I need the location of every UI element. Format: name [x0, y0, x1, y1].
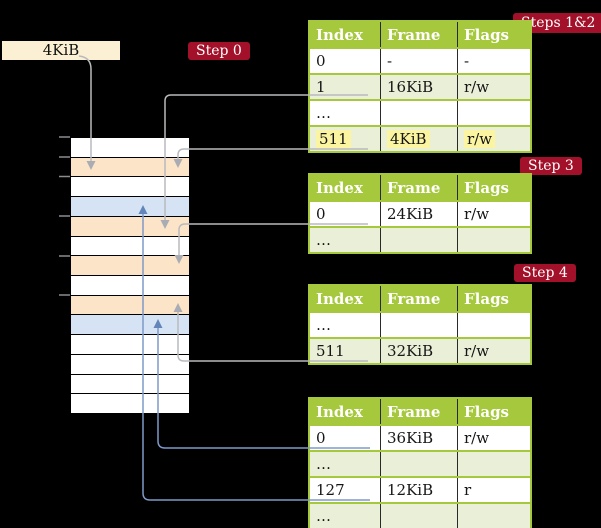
cell-flags	[457, 99, 531, 126]
column-header-frame: Frame	[380, 21, 458, 48]
column-header-index: Index	[309, 21, 381, 48]
cell-flags: r/w	[457, 125, 531, 152]
memory-frame-row-5-page-table	[71, 216, 189, 237]
cell-flags	[457, 450, 531, 477]
cell-index: 1	[309, 73, 381, 100]
cell-index: 0	[309, 200, 381, 227]
column-header-frame: Frame	[380, 398, 458, 425]
cell-index: …	[309, 226, 381, 253]
cell-flags	[457, 311, 531, 338]
memory-frame-row-2-page-table	[71, 157, 189, 178]
memory-frame-row-8-free	[71, 276, 189, 296]
cell-frame: 4KiB	[380, 125, 458, 152]
highlighted-value: 511	[316, 130, 351, 148]
cell-flags: r/w	[457, 200, 531, 227]
cell-frame: 16KiB	[380, 73, 458, 100]
cell-frame	[380, 502, 458, 528]
cell-frame	[380, 311, 458, 338]
column-header-index: Index	[309, 398, 381, 425]
highlighted-value: r/w	[464, 130, 496, 148]
cell-index: …	[309, 450, 381, 477]
page-table-entry-row: …	[309, 502, 531, 528]
badge-step-0: Step 0	[188, 42, 250, 60]
memory-frame-row-3-free	[71, 177, 189, 198]
column-header-flags: Flags	[457, 285, 531, 312]
memory-frame-row-14-free	[71, 394, 189, 414]
memory-frame-row-12-free	[71, 354, 189, 375]
page-table-entry-row: 511 4KiB r/w	[309, 125, 531, 152]
column-header-frame: Frame	[380, 285, 458, 312]
tick-marks	[59, 136, 70, 296]
cell-flags: r	[457, 476, 531, 503]
cell-frame: 32KiB	[380, 337, 458, 364]
cell-index: 127	[309, 476, 381, 503]
cell-index: …	[309, 99, 381, 126]
memory-frame-row-9-page-table	[71, 295, 189, 316]
column-header-flags: Flags	[457, 21, 531, 48]
cell-index: …	[309, 502, 381, 528]
memory-frame-row-11-free	[71, 335, 189, 355]
column-header-index: Index	[309, 285, 381, 312]
cell-index: 511	[309, 125, 381, 152]
cell-flags: r/w	[457, 73, 531, 100]
memory-frame-row-6-free	[71, 236, 189, 257]
page-table-entry-row: …	[309, 226, 531, 253]
cell-flags	[457, 226, 531, 253]
cell-frame: 36KiB	[380, 424, 458, 451]
column-header-frame: Frame	[380, 174, 458, 201]
frame-size-label: 4KiB	[2, 41, 120, 60]
badge-step-3: Step 3	[520, 157, 582, 175]
cell-frame	[380, 99, 458, 126]
memory-column	[70, 137, 190, 414]
cell-frame	[380, 226, 458, 253]
memory-frame-row-10-data	[71, 315, 189, 336]
cell-frame	[380, 450, 458, 477]
page-table-entry-row: …	[309, 311, 531, 338]
cell-flags: r/w	[457, 424, 531, 451]
cell-flags: -	[457, 47, 531, 74]
cell-flags: r/w	[457, 337, 531, 364]
cell-flags	[457, 502, 531, 528]
cell-index: …	[309, 311, 381, 338]
column-header-flags: Flags	[457, 398, 531, 425]
column-header-flags: Flags	[457, 174, 531, 201]
memory-frame-row-4-data	[71, 197, 189, 217]
cell-frame: 12KiB	[380, 476, 458, 503]
page-table-entry-row: …	[309, 450, 531, 477]
cell-index: 0	[309, 47, 381, 74]
cell-index: 511	[309, 337, 381, 364]
page-table-entry-row: 0--	[309, 47, 531, 74]
badge-steps-1-2: Steps 1&2	[513, 13, 601, 33]
highlighted-value: 4KiB	[387, 130, 430, 148]
cell-frame: -	[380, 47, 458, 74]
cell-frame: 24KiB	[380, 200, 458, 227]
column-header-index: Index	[309, 174, 381, 201]
badge-step-4: Step 4	[514, 264, 576, 282]
memory-frame-row-1-free	[71, 138, 189, 158]
cell-index: 0	[309, 424, 381, 451]
memory-frame-row-7-page-table	[71, 256, 189, 277]
memory-frame-row-13-free	[71, 374, 189, 395]
page-table-entry-row: …	[309, 99, 531, 126]
